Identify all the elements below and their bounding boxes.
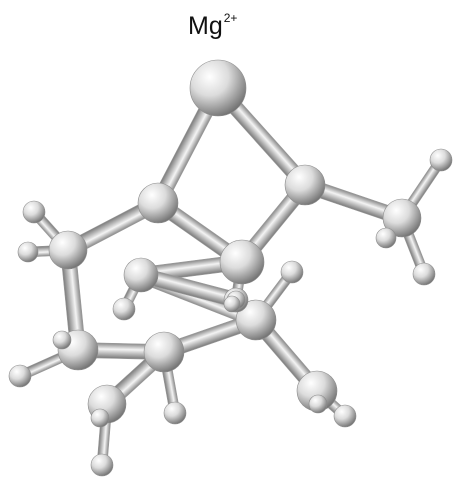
hydrogen-atom-h3: [412, 262, 436, 286]
hydrogen-atom-h1: [429, 148, 453, 172]
carbon-atom-c7: [143, 331, 185, 373]
hydrogen-atom-h4: [22, 200, 46, 224]
hydrogen-atom-h2: [375, 227, 397, 249]
carbon-atom-c2: [219, 239, 265, 285]
atom-layer: [8, 59, 453, 477]
ion-charge: 2+: [223, 11, 238, 25]
magnesium-ion-label: Mg2+: [188, 11, 238, 40]
carbon-atom-c9: [123, 257, 159, 293]
carbon-atom-c3: [284, 164, 326, 206]
hydrogen-atom-h5: [17, 241, 39, 263]
hydrogen-atom-h9: [280, 260, 304, 284]
carbon-atom-c4: [48, 230, 88, 270]
magnesium-atom-mg: [189, 59, 247, 117]
hydrogen-atom-h6: [8, 364, 32, 388]
hydrogen-atom-h7: [52, 330, 72, 350]
carbon-atom-c8: [235, 299, 277, 341]
ion-element-symbol: Mg: [188, 12, 223, 40]
carbon-atom-c1: [137, 182, 179, 224]
hydrogen-atom-h8: [90, 453, 114, 477]
hydrogen-atom-h16: [308, 394, 328, 414]
hydrogen-atom-h11: [112, 297, 136, 321]
hydrogen-atom-h10: [333, 404, 357, 428]
hydrogen-atom-h13: [223, 295, 241, 313]
hydrogen-atom-h15: [90, 408, 110, 428]
carbon-atom-c6: [382, 198, 422, 238]
hydrogen-atom-h14: [163, 401, 187, 425]
